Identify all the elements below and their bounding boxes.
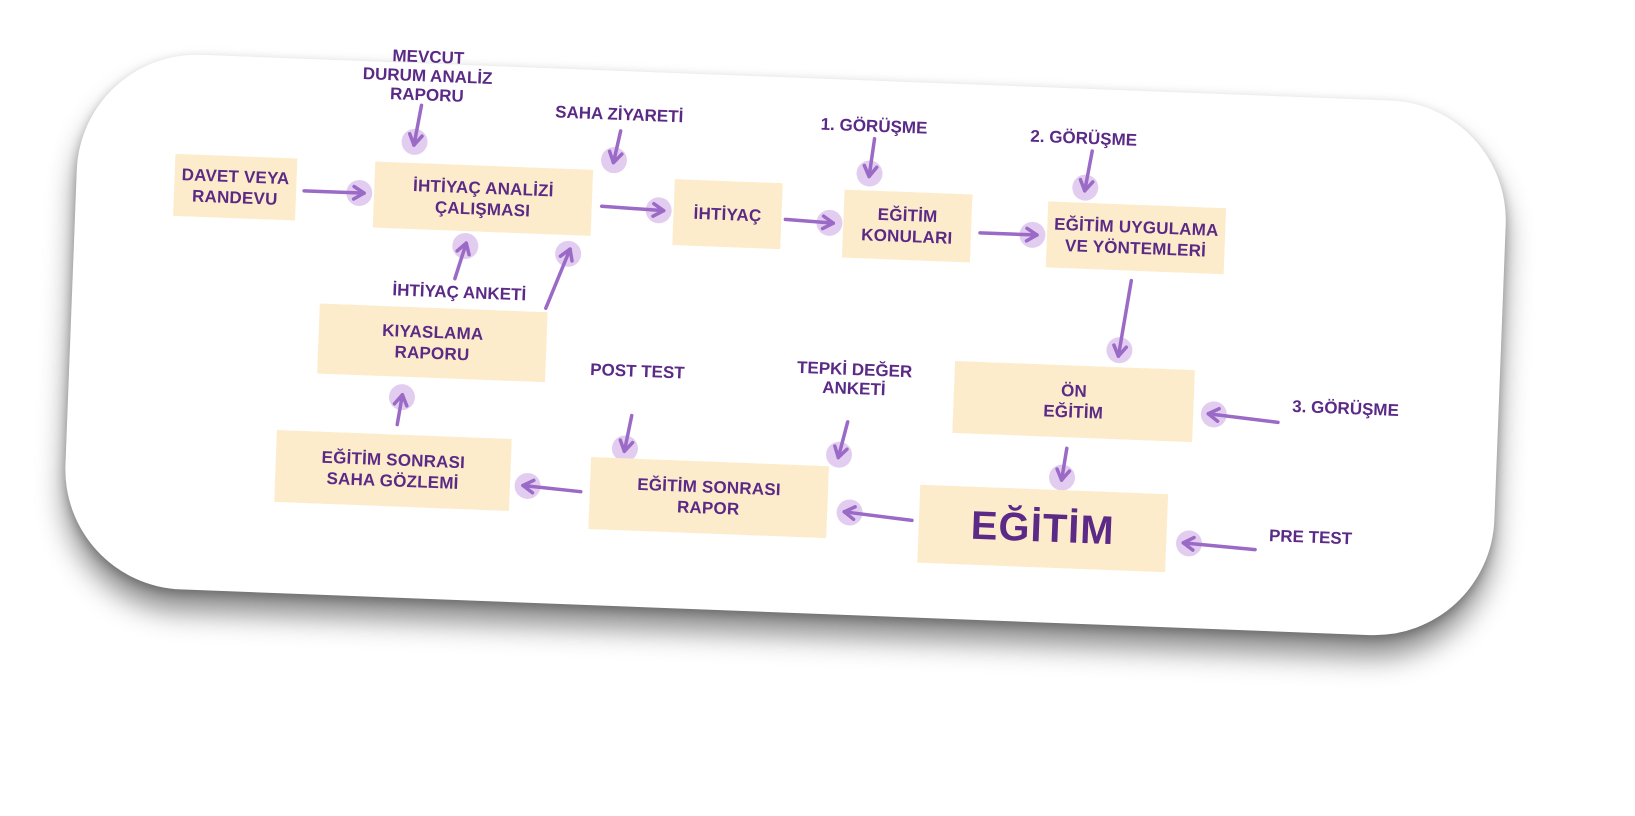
arrow-uygulama-to-onegitim: [1106, 278, 1134, 364]
arrow-shaft: [1059, 446, 1069, 482]
arrow-shaft: [453, 241, 468, 281]
arrow-shaft: [1206, 411, 1280, 425]
arrow-shaft: [1181, 541, 1257, 552]
arrow-shaft: [622, 413, 634, 454]
arrow-shaft: [1116, 278, 1134, 358]
arrow-onegitim-to-egitim: [1048, 446, 1075, 491]
arrow-shaft: [302, 189, 366, 195]
arrow-konular-to-uygulama: [978, 221, 1046, 248]
arrow-head: [1055, 467, 1072, 482]
arrow-shaft: [412, 103, 424, 147]
arrow-head: [558, 247, 574, 263]
arrow-pretest-to-egitim: [1176, 530, 1257, 557]
arrow-shaft: [1082, 149, 1094, 193]
arrow-head: [618, 438, 635, 454]
arrow-head: [521, 478, 536, 495]
box-egitim-sonrasi-saha-gozlemi: EĞİTİM SONRASI SAHA GÖZLEMİ: [274, 429, 512, 511]
arrow-head: [833, 444, 849, 460]
arrow-shaft: [783, 217, 836, 225]
arrow-gorusme1-to-konular: [856, 136, 883, 187]
arrow-saha-to-kiyaslama: [388, 384, 415, 427]
arrow-shaft: [611, 129, 623, 165]
box-egitim-uygulama-ve-yontemleri: EĞİTİM UYGULAMA VE YÖNTEMLERİ: [1045, 201, 1227, 275]
arrow-gorusme2-to-uygulama: [1072, 149, 1099, 201]
box-ihtiyac: İHTİYAÇ: [672, 179, 783, 250]
arrow-shaft: [600, 204, 666, 213]
box-kiyaslama-raporu: KIYASLAMA RAPORU: [317, 303, 548, 383]
arrow-kiyaslama-to-analiz: [544, 240, 582, 310]
arrow-head: [407, 132, 424, 147]
box-egitim: EĞİTİM: [917, 484, 1169, 573]
box-egitim-sonrasi-rapor: EĞİTİM SONRASI RAPOR: [588, 457, 829, 539]
arrow-mevcut-to-analiz: [401, 103, 428, 155]
arrow-shaft: [836, 420, 850, 460]
box-davet-veya-randevu: DAVET VEYA RANDEVU: [173, 153, 298, 221]
arrow-tepki-to-rapor: [826, 420, 853, 468]
arrow-head: [651, 201, 666, 218]
box-on-egitim: ÖN EĞİTİM: [952, 360, 1195, 443]
arrow-posttest-to-rapor: [611, 413, 638, 462]
box-ihtiyac-analizi-calismasi: İHTİYAÇ ANALİZİ ÇALIŞMASI: [372, 161, 594, 236]
arrow-head: [1112, 343, 1129, 358]
arrow-shaft: [978, 231, 1039, 237]
arrow-head: [1024, 226, 1039, 243]
arrow-head: [392, 393, 409, 408]
arrow-anket-to-analiz: [452, 232, 479, 281]
arrow-shaft: [544, 247, 572, 310]
diagram-canvas: DAVET VEYA RANDEVU İHTİYAÇ ANALİZİ ÇALIŞ…: [173, 46, 1400, 573]
arrow-head: [1206, 407, 1221, 423]
arrow-rapor-to-saha: [514, 472, 583, 499]
arrow-analiz-to-ihtiyac: [600, 197, 672, 224]
arrow-head: [820, 214, 836, 231]
label-tepki-deger-anketi: TEPKİ DEĞER ANKETİ: [796, 357, 913, 400]
arrow-head: [842, 505, 857, 522]
box-egitim-konulari: EĞİTİM KONULARI: [841, 189, 973, 263]
arrow-shaft: [395, 393, 405, 427]
arrow-shaft: [521, 483, 583, 494]
arrow-shaft: [842, 510, 914, 523]
arrow-head: [607, 149, 624, 165]
arrow-saha-ziyareti-to-analiz: [601, 129, 628, 174]
arrow-gorusme3-to-onegitim: [1200, 401, 1280, 428]
arrow-shaft: [867, 136, 877, 179]
arrow-head: [862, 163, 879, 179]
arrow-egitim-to-rapor: [836, 499, 914, 526]
arrow-head: [455, 241, 471, 257]
arrow-head: [1181, 535, 1196, 552]
arrow-davet-to-analiz: [302, 179, 373, 206]
label-mevcut-durum-analiz-raporu: MEVCUT DURUM ANALİZ RAPORU: [362, 46, 493, 106]
arrow-ihtiyac-to-konular: [783, 209, 843, 236]
arrow-head: [1078, 177, 1095, 193]
arrow-head: [351, 184, 366, 201]
